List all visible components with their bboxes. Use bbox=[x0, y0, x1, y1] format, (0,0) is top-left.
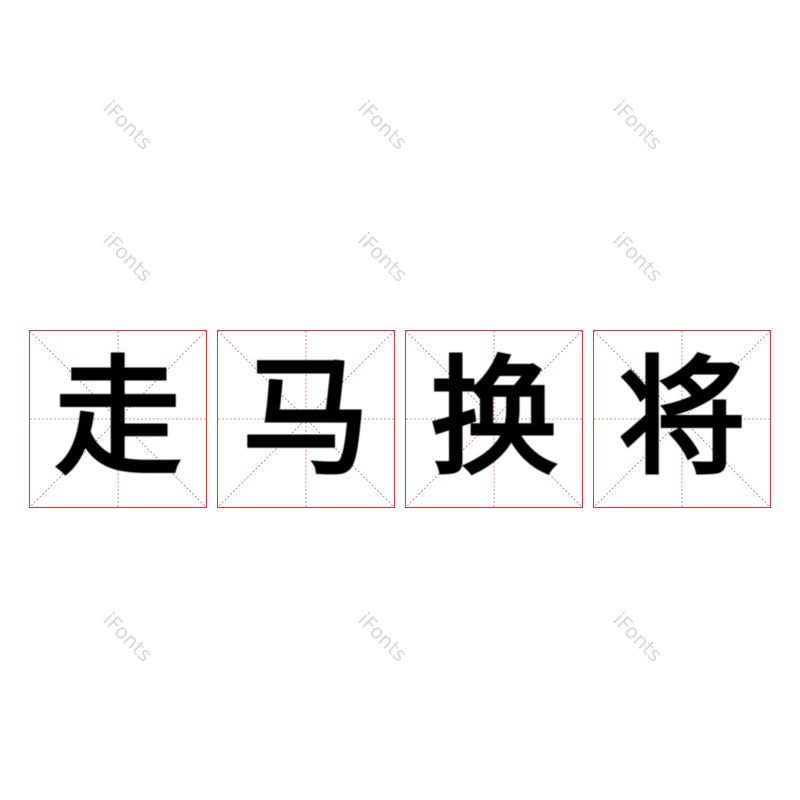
character: 将 bbox=[617, 344, 746, 493]
watermark: iFonts bbox=[353, 607, 413, 667]
character-box-3: 换 bbox=[405, 330, 583, 508]
watermark: iFonts bbox=[98, 607, 158, 667]
grid-guides bbox=[406, 331, 582, 507]
grid-guides bbox=[218, 331, 394, 507]
watermark: iFonts bbox=[608, 95, 668, 155]
grid-guides bbox=[594, 331, 770, 507]
watermark: iFonts bbox=[353, 95, 413, 155]
character: 马 bbox=[241, 344, 370, 493]
grid-guides bbox=[30, 331, 206, 507]
character: 走 bbox=[53, 344, 182, 493]
watermark: iFonts bbox=[98, 227, 158, 287]
character-box-2: 马 bbox=[217, 330, 395, 508]
character: 换 bbox=[429, 344, 558, 493]
character-box-1: 走 bbox=[29, 330, 207, 508]
watermark: iFonts bbox=[98, 95, 158, 155]
watermark: iFonts bbox=[608, 607, 668, 667]
watermark: iFonts bbox=[608, 227, 668, 287]
watermark: iFonts bbox=[353, 227, 413, 287]
character-box-4: 将 bbox=[593, 330, 771, 508]
